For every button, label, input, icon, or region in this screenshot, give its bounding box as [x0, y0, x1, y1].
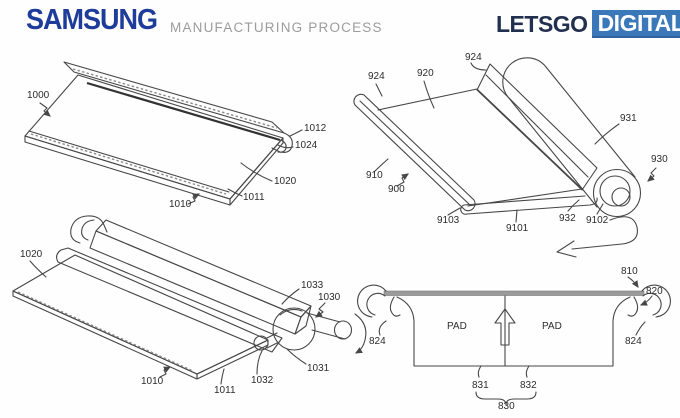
letsgo-logo-text: LETSGO: [496, 10, 588, 37]
unrolled-device-art: [24, 61, 303, 206]
rolled-device-art: [353, 57, 657, 258]
page-title: MANUFACTURING PROCESS: [170, 20, 383, 35]
letsgo-digital-logo: LETSGO DIGITAL: [496, 10, 680, 38]
cross-section-art: [357, 276, 671, 406]
digital-logo-badge: DIGITAL: [591, 10, 680, 38]
samsung-logo: SAMSUNG: [26, 4, 158, 36]
roller-mechanism-art: [12, 215, 367, 385]
